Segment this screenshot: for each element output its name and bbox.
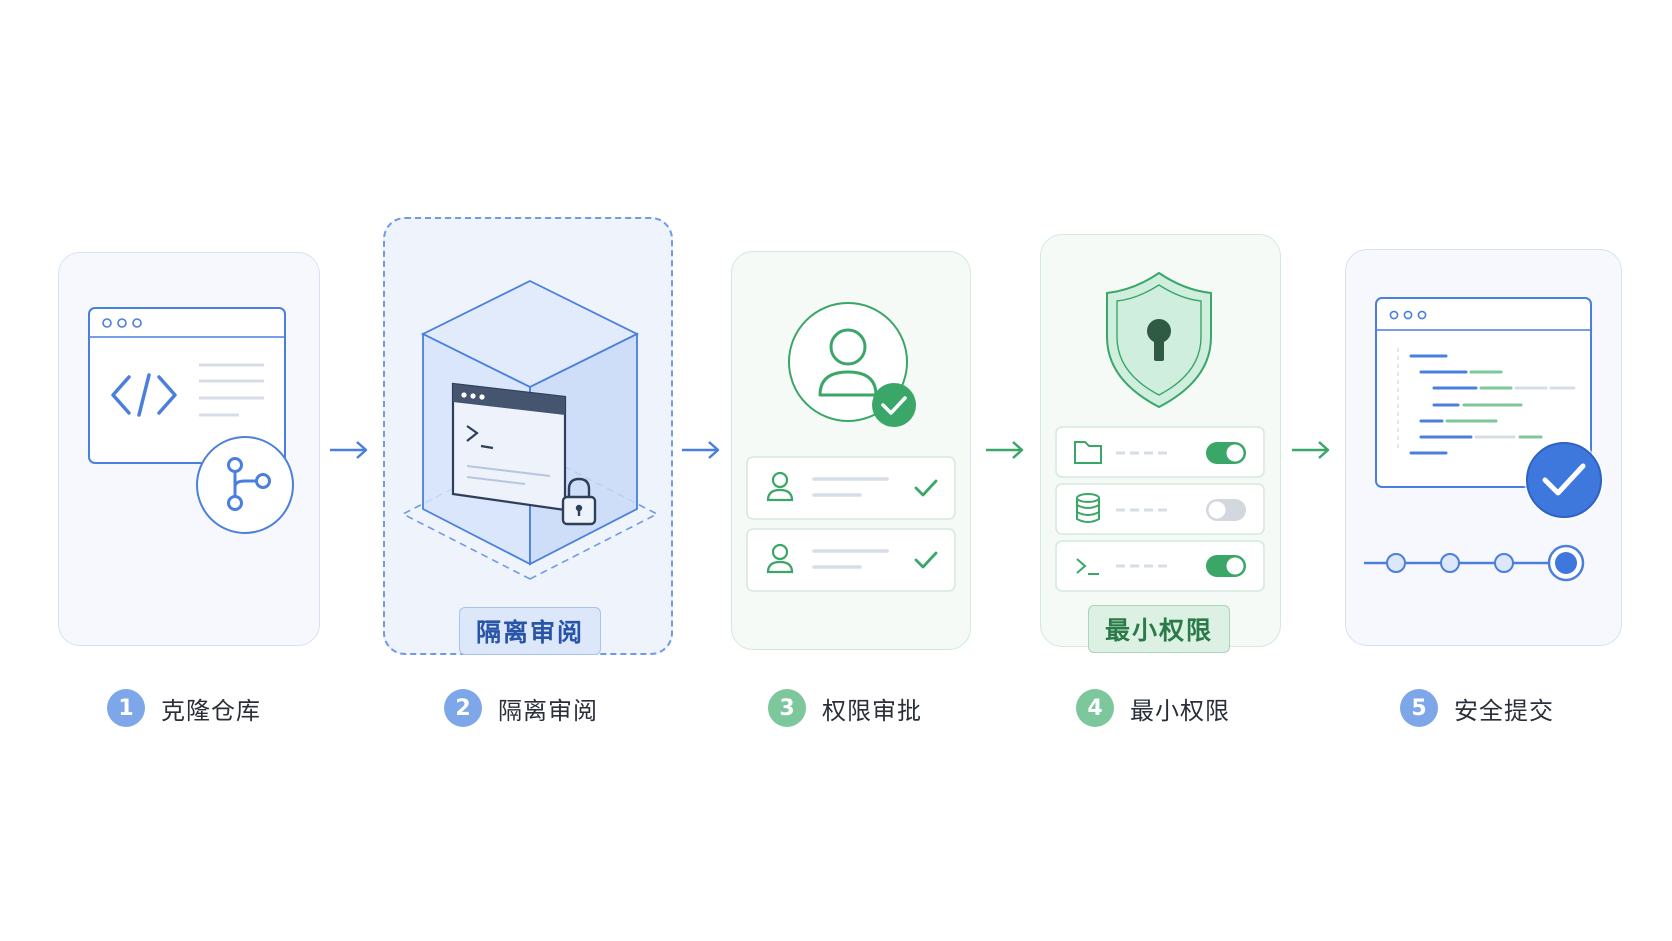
- step-label: 隔离审阅: [498, 696, 598, 725]
- toggle-icon: [1206, 499, 1246, 521]
- permission-row-terminal: [1055, 540, 1265, 592]
- permission-row-database: [1055, 483, 1265, 535]
- toggle-icon: [1206, 442, 1246, 464]
- step-1: 1 克隆仓库: [107, 688, 261, 728]
- check-icon: [914, 551, 938, 569]
- card-secure-commit: [1345, 249, 1622, 646]
- step-number: 5: [1400, 689, 1438, 727]
- step-number: 3: [768, 689, 806, 727]
- arrow-2-icon: [682, 441, 720, 459]
- step-label: 克隆仓库: [161, 696, 261, 725]
- user-icon: [766, 543, 794, 574]
- terminal-window-icon: [451, 382, 567, 512]
- step-5: 5 安全提交: [1400, 688, 1554, 728]
- arrow-1-icon: [330, 441, 368, 459]
- step-label: 最小权限: [1130, 696, 1230, 725]
- toggle-icon: [1206, 555, 1246, 577]
- check-badge-icon: [872, 383, 916, 427]
- step-label: 权限审批: [822, 696, 922, 725]
- commit-timeline-icon: [1364, 544, 1585, 582]
- browser-window-icon: [88, 307, 286, 464]
- step-label: 安全提交: [1454, 696, 1554, 725]
- code-window-icon: [1375, 297, 1592, 488]
- card-isolation-review: 隔离审阅: [383, 217, 673, 655]
- approval-row-1: [746, 456, 956, 520]
- step-3: 3 权限审批: [768, 688, 922, 728]
- permission-row-folder: [1055, 426, 1265, 478]
- arrow-3-icon: [986, 441, 1024, 459]
- card-clone-repo: [58, 252, 320, 646]
- least-privilege-badge: 最小权限: [1088, 605, 1230, 653]
- shield-keyhole-icon: [1106, 271, 1212, 409]
- check-circle-icon: [1524, 440, 1604, 520]
- code-brackets-icon: [111, 373, 177, 417]
- database-icon: [1076, 493, 1100, 523]
- step-2: 2 隔离审阅: [444, 688, 598, 728]
- user-icon: [766, 471, 794, 502]
- step-number: 2: [444, 689, 482, 727]
- card-permission-approval: [731, 251, 971, 650]
- approval-row-2: [746, 528, 956, 592]
- check-icon: [914, 479, 938, 497]
- arrow-4-icon: [1292, 441, 1330, 459]
- git-branch-icon: [196, 436, 294, 534]
- step-number: 4: [1076, 689, 1114, 727]
- folder-icon: [1074, 441, 1102, 464]
- card-least-privilege: 最小权限: [1040, 234, 1281, 653]
- terminal-prompt-icon: [1076, 558, 1099, 575]
- step-number: 1: [107, 689, 145, 727]
- isolation-badge: 隔离审阅: [459, 607, 601, 655]
- lock-icon: [561, 477, 597, 526]
- step-4: 4 最小权限: [1076, 688, 1230, 728]
